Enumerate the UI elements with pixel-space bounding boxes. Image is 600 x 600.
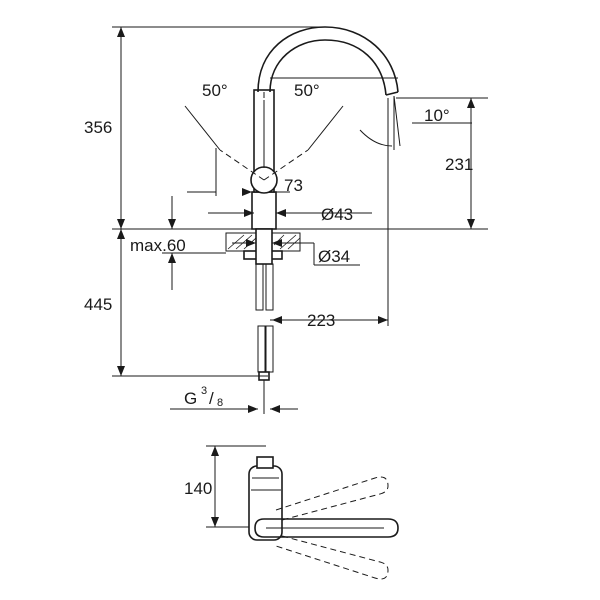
hole-diameter-label: Ø34	[318, 247, 350, 266]
connection-slash: /	[209, 389, 214, 408]
lever-swivel-lines	[184, 100, 344, 181]
body-diameter-dim	[208, 209, 372, 217]
spout	[257, 26, 399, 96]
spout-reach-dim	[270, 98, 389, 326]
angle-left-label: 50°	[202, 81, 228, 100]
body-diameter-label: Ø43	[321, 205, 353, 224]
hole-diameter-dim	[232, 239, 360, 266]
connection-dim	[170, 405, 298, 413]
angle-right-label: 50°	[294, 81, 320, 100]
lever-offset-dim	[187, 148, 290, 196]
side-view: 50° 50° 10°	[84, 26, 488, 414]
below-deck-height-label: 445	[84, 295, 112, 314]
deck-thickness-label: max.60	[130, 236, 186, 255]
lever-swivel-top	[275, 476, 389, 580]
connection-numerator: 3	[201, 385, 207, 397]
lever-offset-label: 73	[284, 176, 303, 195]
connection-denominator: 8	[217, 397, 223, 409]
depth-140-dim	[206, 445, 266, 528]
height-445-dim	[112, 229, 268, 377]
supply-hoses	[243, 228, 283, 414]
height-overall-label: 356	[84, 118, 112, 137]
top-view: 140	[184, 445, 399, 580]
spout-top-view	[254, 518, 399, 538]
spout-reach-label: 223	[307, 311, 335, 330]
depth-label: 140	[184, 479, 212, 498]
aerator-angle	[359, 95, 472, 150]
connection-prefix: G	[184, 389, 197, 408]
spout-height-label: 231	[445, 155, 473, 174]
height-356-dim	[112, 26, 325, 229]
aerator-angle-label: 10°	[424, 106, 450, 125]
height-231-dim	[396, 97, 488, 229]
deck-thickness-dim	[162, 196, 226, 290]
